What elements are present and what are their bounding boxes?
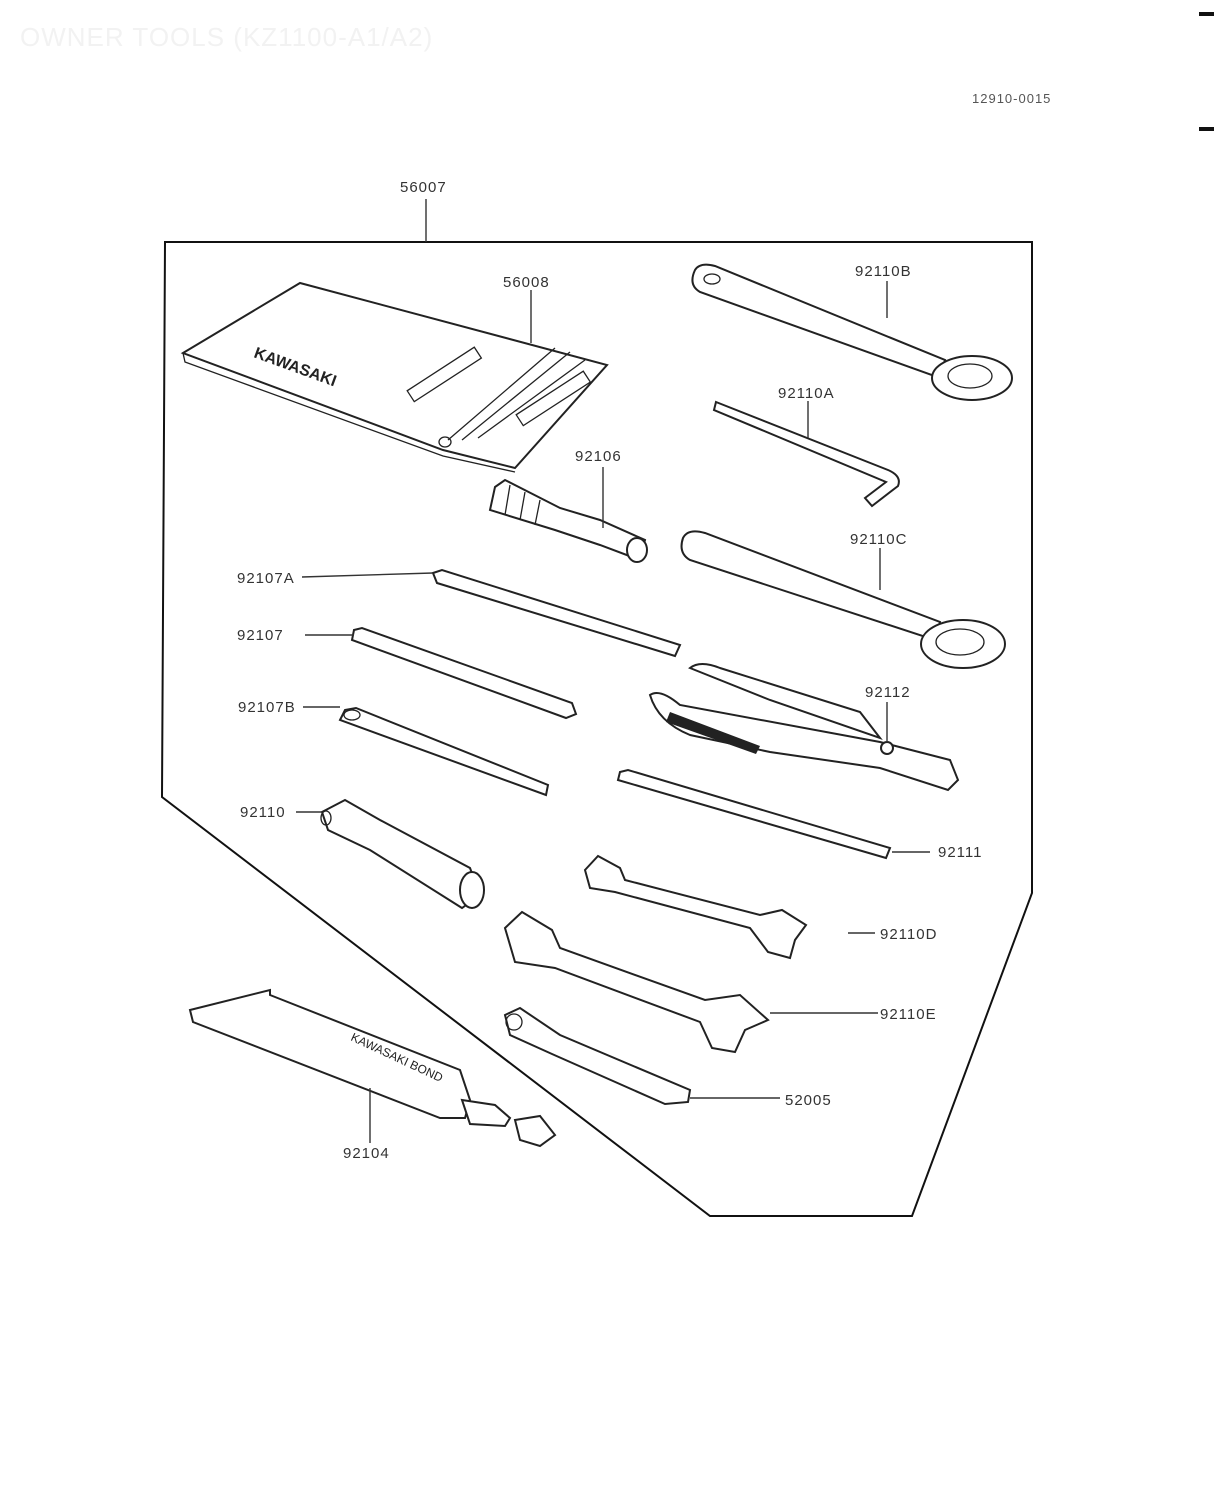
label-92110E: 92110E (880, 1006, 937, 1023)
diagram-title: OWNER TOOLS (KZ1100-A1/A2) (20, 22, 434, 52)
screwdriver-92107 (350, 626, 578, 720)
box-wrench-92110 (320, 798, 485, 910)
hex-key-92110A (712, 400, 900, 508)
edge-mark-bottom (1199, 127, 1214, 131)
bond-tube-92104: KAWASAKI BOND (188, 988, 557, 1148)
screwdriver-92107B (338, 706, 550, 797)
label-92110C: 92110C (850, 531, 907, 548)
diagram-ref-code: 12910-0015 (972, 91, 1052, 106)
label-92111: 92111 (938, 844, 983, 861)
pliers-92112 (648, 663, 960, 792)
open-wrench-92110D (583, 854, 808, 960)
ring-wrench-92110C (680, 530, 1006, 669)
label-92110: 92110 (240, 804, 286, 821)
label-92107: 92107 (237, 627, 284, 644)
spark-plug-wrench-52005 (503, 1006, 692, 1106)
label-56008: 56008 (503, 274, 550, 291)
tool-pouch: KAWASAKI (180, 281, 609, 473)
label-92107A: 92107A (237, 570, 295, 587)
leader-92107A (301, 572, 434, 578)
label-92110A: 92110A (778, 385, 835, 402)
label-92112: 92112 (865, 684, 911, 701)
label-92107B: 92107B (238, 699, 296, 716)
socket-92106 (488, 478, 648, 563)
label-56007: 56007 (400, 179, 447, 196)
open-wrench-92110E (503, 910, 770, 1054)
label-92110B: 92110B (855, 263, 912, 280)
label-92106: 92106 (575, 448, 622, 465)
label-92104: 92104 (343, 1145, 390, 1162)
label-92110D: 92110D (880, 926, 937, 943)
label-52005: 52005 (785, 1092, 832, 1109)
edge-mark-top (1199, 12, 1214, 16)
ring-wrench-92110B (691, 263, 1013, 401)
bar-92111 (616, 768, 892, 860)
screwdriver-92107A (431, 568, 682, 658)
kit-outline (160, 241, 1033, 1217)
